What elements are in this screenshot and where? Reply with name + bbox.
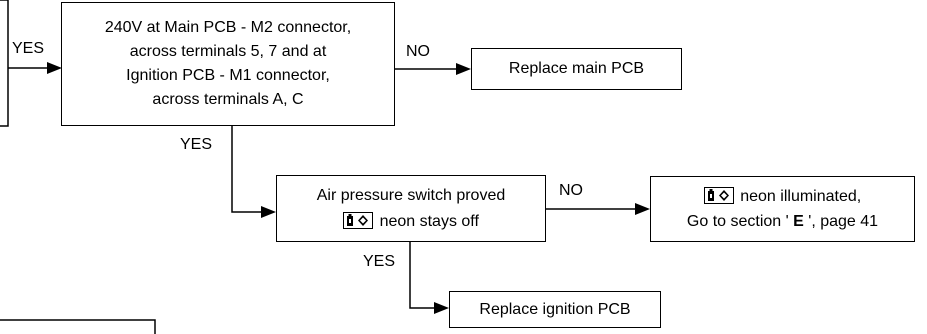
section-ref-suffix: ', page 41 [808,213,879,230]
connector-yes-down [231,126,262,213]
air-pressure-line-2: neon stays off [343,209,479,235]
replace-ignition-pcb-box: Replace ignition PCB [449,291,661,328]
air-pressure-line-2-text: neon stays off [379,212,479,230]
label-yes-down: YES [180,136,213,153]
air-pressure-line-1: Air pressure switch proved [316,186,506,204]
partial-box-bottom-left [0,319,156,334]
check-240v-line-2: across terminals 5, 7 and at [129,43,327,60]
neon-illuminated-line-1-text: neon illuminated, [740,188,862,205]
replace-main-pcb-text: Replace main PCB [508,60,645,77]
section-ref-letter: E [793,213,804,230]
label-no-air: NO [559,182,583,199]
arrowhead-yes-air [434,302,449,314]
check-240v-box: 240V at Main PCB - M2 connector, across … [61,2,395,126]
arrowhead-no-main [456,63,471,75]
flame-neon-icon [343,211,374,229]
label-yes-air: YES [363,253,396,270]
arrowhead-yes-down [261,206,276,218]
replace-main-pcb-box: Replace main PCB [471,48,682,90]
section-ref-prefix: Go to section ' [686,213,789,230]
replace-ignition-pcb-text: Replace ignition PCB [479,300,631,318]
partial-box-left [0,0,9,127]
label-yes-in: YES [12,40,45,57]
check-240v-line-3: Ignition PCB - M1 connector, [126,67,330,84]
label-no-main: NO [406,43,430,60]
arrowhead-yes-in [47,62,62,74]
neon-illuminated-box: neon illuminated, Go to section ' E ', p… [650,176,915,242]
neon-illuminated-line-1: neon illuminated, [703,184,862,209]
flame-neon-icon [703,187,734,204]
arrowhead-no-air [635,203,650,215]
connector-yes-air [409,242,435,309]
check-240v-line-4: across terminals A, C [152,91,304,108]
check-240v-line-1: 240V at Main PCB - M2 connector, [104,19,352,36]
air-pressure-box: Air pressure switch proved neon stays of… [276,175,546,242]
neon-illuminated-line-2: Go to section ' E ', page 41 [687,209,878,234]
